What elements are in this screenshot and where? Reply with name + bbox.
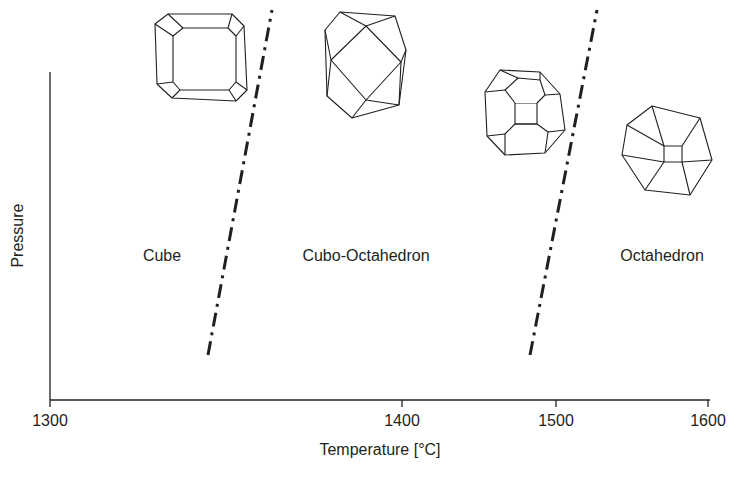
- phase-boundary: [530, 10, 597, 355]
- axis-title: Temperature [°C]: [319, 440, 440, 459]
- truncated-octahedron-crystal: [485, 70, 565, 155]
- region-label: Octahedron: [620, 246, 704, 265]
- tick-label: 1300: [32, 411, 68, 430]
- cubo-octahedron-crystal: [325, 12, 406, 118]
- tick-label: 1600: [690, 411, 726, 430]
- axis-title: Pressure: [8, 204, 27, 268]
- tick: [707, 400, 708, 407]
- cube-crystal: [155, 14, 247, 101]
- octahedron-crystal: [622, 106, 712, 195]
- tick: [401, 400, 402, 407]
- tick: [49, 400, 50, 407]
- y-axis: [49, 72, 50, 400]
- tick-label: 1400: [384, 411, 420, 430]
- x-axis: [50, 399, 710, 400]
- tick-label: 1500: [538, 411, 574, 430]
- region-label: Cube: [143, 246, 181, 265]
- region-label: Cubo-Octahedron: [302, 246, 429, 265]
- tick: [555, 400, 556, 407]
